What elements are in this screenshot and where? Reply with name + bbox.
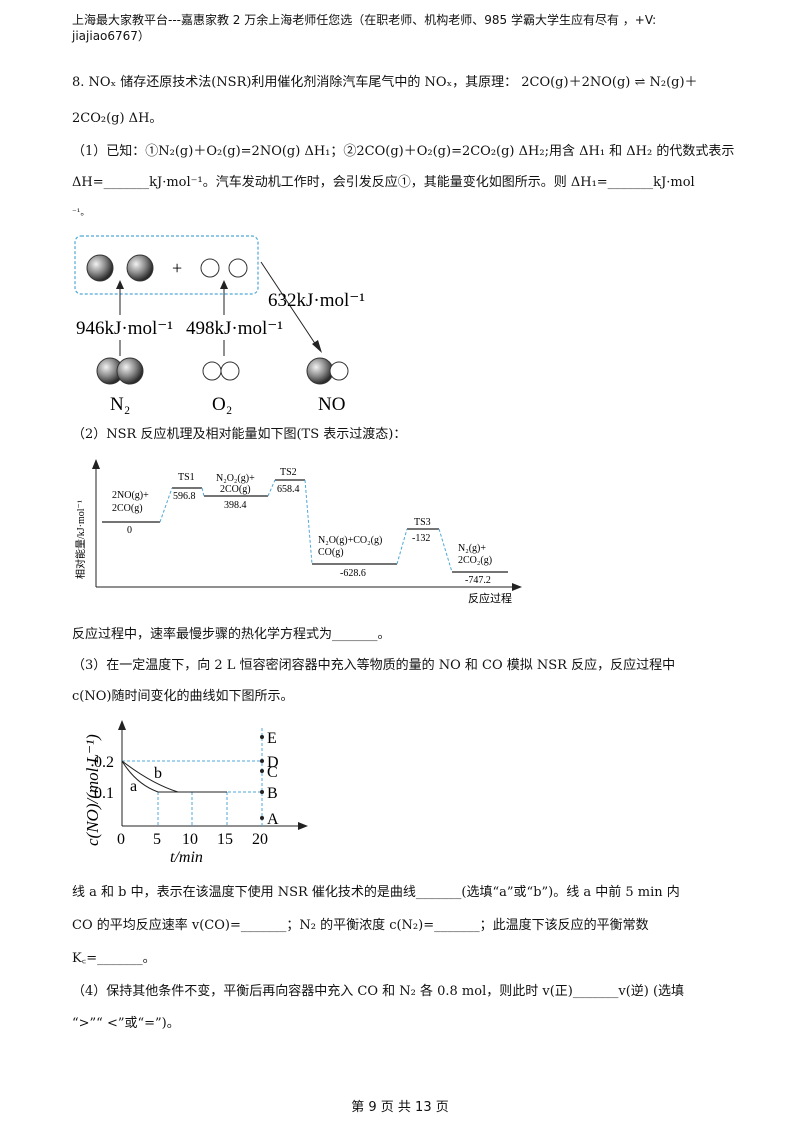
x-tick: 0 [117, 831, 125, 848]
part3-line-b: c(NO)随时间变化的曲线如下图所示。 [72, 689, 294, 704]
header-line-2: jiajiao6767） [72, 29, 150, 43]
level-label-n2o-2: CO(g) [318, 547, 344, 558]
part3-line-d: CO 的平均反应速率 v(CO)=_______；N₂ 的平衡浓度 c(N₂)=… [72, 918, 649, 933]
curve-a-label: a [130, 778, 137, 795]
o-atom [200, 258, 220, 278]
point-label-e: E [267, 730, 277, 747]
level-label-ts2: TS2 [280, 467, 297, 478]
part4-line-b: “>”“ <”或“=”)。 [72, 1016, 180, 1031]
x-axis-label: 反应过程 [468, 591, 512, 605]
x-tick: 20 [252, 831, 268, 848]
o2-molecule-atom [202, 361, 222, 381]
bond-energy-figure: + 632kJ·mol⁻¹ 946kJ·mol⁻¹ 498kJ·mol⁻¹ N₂… [74, 235, 365, 415]
label-o2: O₂ [212, 394, 232, 415]
n-atom [126, 254, 154, 282]
o2-molecule-atom [220, 361, 240, 381]
level-label-ts3: TS3 [414, 517, 431, 528]
part3-line-a: （3）在一定温度下，向 2 L 恒容密闭容器中充入等物质的量的 NO 和 CO … [72, 658, 676, 673]
y-axis-label: c(NO)/(mol·L⁻¹) [83, 734, 102, 846]
n-atom [86, 254, 114, 282]
part3-line-e: K꜀=_______。 [72, 951, 156, 966]
question-intro-2: 2CO₂(g) ΔH。 [72, 111, 163, 126]
reactant-box [74, 235, 259, 295]
plus-sign: + [172, 258, 182, 278]
energy-profile-figure: 相对能量/kJ·mol⁻¹ 反应过程 2NO(g)+ 2CO(g) 0 TS1 … [74, 459, 522, 605]
path-connector [159, 479, 453, 573]
bond-energy-no: 632kJ·mol⁻¹ [268, 290, 365, 311]
y-tick: 0.1 [94, 785, 114, 802]
point-label-a: A [267, 811, 279, 828]
level-value-ts2: 658.4 [277, 484, 300, 495]
curve-a [121, 760, 159, 793]
level-label-products-2: 2CO₂(g) [458, 555, 492, 566]
curve-b [121, 760, 179, 793]
level-label-ts1: TS1 [178, 472, 195, 483]
label-n2: N₂ [110, 394, 130, 415]
x-axis-label: t/min [170, 849, 203, 866]
level-value-reactants: 0 [127, 525, 132, 536]
level-value-n2o: -628.6 [340, 568, 366, 579]
part1-line-a: （1）已知：①N₂(g)＋O₂(g)=2NO(g) ΔH₁；②2CO(g)＋O₂… [72, 144, 735, 159]
page-header: 上海最大家教平台---嘉惠家教 2 万余上海老师任您选（在职老师、机构老师、98… [72, 12, 732, 44]
level-label-products: N₂(g)+ [458, 543, 486, 554]
level-label-reactants: 2NO(g)+ [112, 490, 149, 501]
header-line-1: 上海最大家教平台---嘉惠家教 2 万余上海老师任您选（在职老师、机构老师、98… [72, 13, 657, 27]
part3-line-c: 线 a 和 b 中，表示在该温度下使用 NSR 催化技术的是曲线_______(… [72, 885, 680, 900]
n2-molecule-atom [116, 357, 144, 385]
point-label-c: C [267, 764, 278, 781]
part4-line-a: （4）保持其他条件不变，平衡后再向容器中充入 CO 和 N₂ 各 0.8 mol… [72, 984, 685, 999]
part1-line-c: ⁻¹。 [72, 208, 90, 218]
y-tick: 0.2 [94, 754, 114, 771]
level-value-products: -747.2 [465, 575, 491, 586]
level-value-ts1: 596.8 [173, 491, 196, 502]
level-value-n2o2: 398.4 [224, 500, 247, 511]
level-value-ts3: -132 [412, 533, 430, 544]
no-molecule-o [329, 361, 349, 381]
point-label-b: B [267, 785, 278, 802]
y-axis-label: 相对能量/kJ·mol⁻¹ [74, 500, 87, 579]
question-intro-1: 8. NOₓ 储存还原技术法(NSR)利用催化剂消除汽车尾气中的 NOₓ，其原理… [72, 75, 698, 90]
level-label-reactants-2: 2CO(g) [112, 503, 143, 514]
part2-question: 反应过程中，速率最慢步骤的热化学方程式为_______。 [72, 627, 391, 642]
level-label-n2o: N₂O(g)+CO₂(g) [318, 535, 382, 546]
label-no: NO [318, 394, 345, 415]
concentration-time-figure: c(NO)/(mol·L⁻¹) a b 0.2 0.1 0 5 10 15 20… [83, 720, 308, 866]
level-label-n2o2: N₂O₂(g)+ [216, 473, 255, 484]
no-molecule-n [306, 357, 334, 385]
page-number: 第 9 页 共 13 页 [351, 1100, 449, 1115]
x-tick: 15 [217, 831, 233, 848]
part2-text: （2）NSR 反应机理及相对能量如下图(TS 表示过渡态)： [72, 427, 407, 442]
bond-energy-o2: 498kJ·mol⁻¹ [186, 318, 283, 339]
part1-line-b: ΔH=_______kJ·mol⁻¹。汽车发动机工作时，会引发反应①，其能量变化… [72, 175, 695, 190]
bond-energy-n2: 946kJ·mol⁻¹ [76, 318, 173, 339]
point-label-d: D [267, 754, 279, 771]
level-label-n2o2-2: 2CO(g) [220, 484, 251, 495]
x-tick: 10 [182, 831, 198, 848]
x-tick: 5 [153, 831, 161, 848]
o-atom [228, 258, 248, 278]
curve-b-label: b [154, 765, 162, 782]
